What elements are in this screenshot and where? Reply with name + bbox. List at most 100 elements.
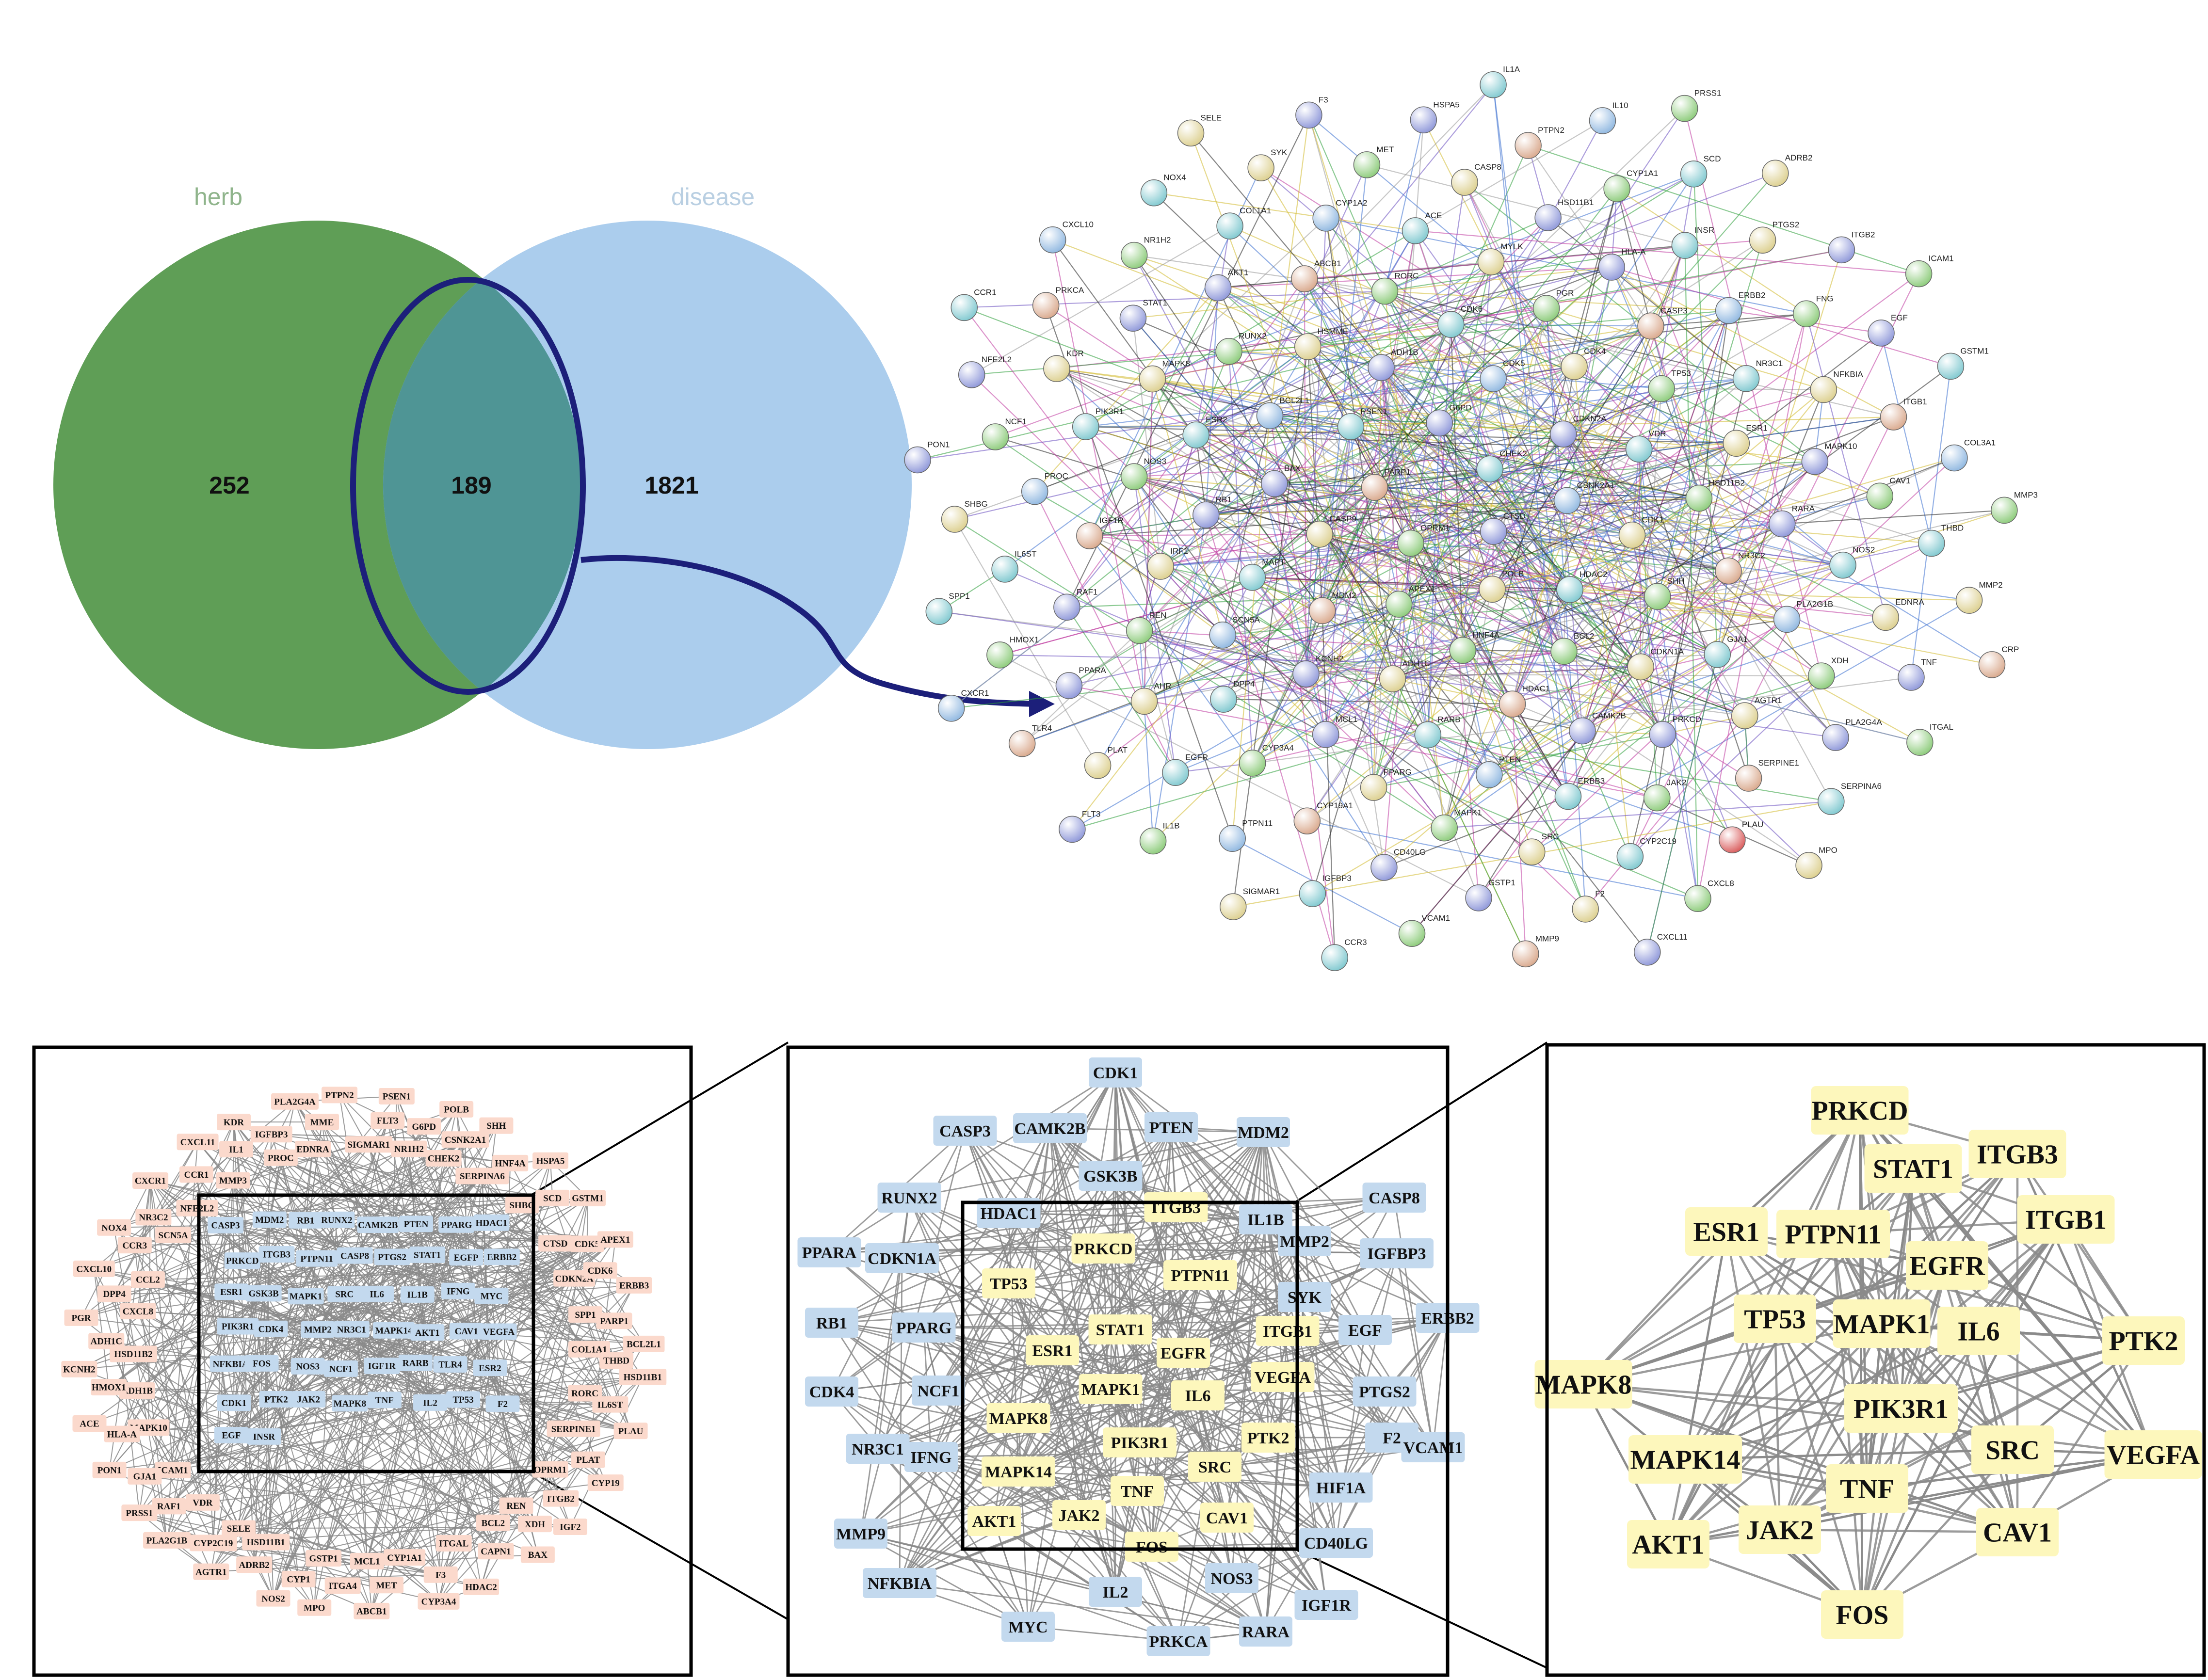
full-edge	[109, 1180, 151, 1471]
string-node-label: HNF4A	[1472, 630, 1499, 640]
string-node-label: ADH1C	[1402, 659, 1431, 668]
mid-node-pten	[1144, 1112, 1198, 1142]
full-node-casp8	[337, 1247, 373, 1264]
string-node-ccr3	[1321, 944, 1349, 971]
mid-node-label: STAT1	[1096, 1321, 1145, 1339]
full-node-label: HSD11B1	[624, 1373, 662, 1383]
string-node-nr1h2	[1120, 241, 1148, 269]
string-node-shbg	[941, 506, 968, 533]
string-edge	[1319, 533, 1583, 732]
mid-node-ptpn11	[1163, 1260, 1237, 1290]
string-node-nfkbia	[1810, 376, 1837, 403]
string-edge	[1228, 351, 1663, 735]
string-edge	[1611, 266, 1951, 367]
string-node-label: ABCB1	[1314, 259, 1341, 268]
full-node-stat1	[409, 1246, 446, 1263]
full-node-pla2g4a	[271, 1093, 319, 1110]
full-edge	[172, 1326, 239, 1471]
mid-node-cdk4	[805, 1376, 858, 1407]
full-node-label: JAK2	[297, 1395, 320, 1405]
core-edge	[1774, 1318, 1868, 1489]
full-edge	[145, 1343, 644, 1477]
string-node-nos3	[1120, 463, 1148, 490]
string-node-label: ESR2	[1206, 415, 1227, 424]
core-node-akt1	[1627, 1520, 1709, 1568]
string-node-label: CDK5	[1503, 359, 1525, 368]
string-node-ptpn11	[1219, 825, 1246, 852]
full-node-label: CHEK2	[428, 1154, 459, 1164]
full-node-label: MMP3	[219, 1176, 247, 1186]
mid-node-label: IL2	[1103, 1584, 1128, 1601]
string-edge	[1384, 523, 1783, 868]
core-node-label: PIK3R1	[1853, 1394, 1949, 1424]
full-node-label: NR1H2	[394, 1144, 424, 1154]
string-node-crp	[1978, 651, 2006, 678]
string-node-g6pd	[1426, 409, 1453, 437]
string-node-pla2g1b	[1773, 606, 1801, 633]
full-edge	[239, 1526, 570, 1529]
full-node-oprm1	[532, 1461, 568, 1478]
full-node-label: SIGMAR1	[347, 1140, 390, 1150]
full-node-mme	[305, 1114, 339, 1131]
string-edge	[1152, 604, 1400, 842]
string-node-itgal	[1906, 729, 1934, 756]
string-node-mapk8	[1139, 365, 1166, 393]
core-edge	[1861, 1265, 1949, 1615]
full-node-il6	[360, 1285, 394, 1302]
string-node-tp53	[1648, 375, 1675, 402]
mid-node-label: MAPK14	[985, 1463, 1052, 1481]
string-node-thbd	[1918, 529, 1945, 557]
mid-node-label: HIF1A	[1316, 1479, 1366, 1497]
string-edge	[1269, 415, 1570, 590]
mid-node-label: GSK3B	[1083, 1168, 1137, 1185]
string-node-label: JAK2	[1667, 778, 1687, 787]
full-node-label: MAPK1	[290, 1292, 322, 1302]
full-node-label: DPP4	[103, 1289, 126, 1299]
full-node-label: AGTR1	[195, 1567, 226, 1577]
string-node-hsd11b1	[1534, 204, 1562, 231]
full-node-label: MET	[376, 1581, 397, 1591]
string-edge	[1306, 325, 1651, 821]
full-edge	[366, 1139, 466, 1562]
mid-node-label: PTEN	[1149, 1119, 1193, 1137]
mid-node-src	[1188, 1452, 1241, 1482]
mid-edge	[1267, 1197, 1395, 1438]
full-edge	[79, 1291, 232, 1370]
string-node-label: CYP1A2	[1336, 198, 1367, 208]
core-edge	[1582, 1233, 1834, 1385]
full-node-tlr4	[433, 1356, 467, 1373]
string-edge	[1056, 368, 1718, 656]
full-edge	[81, 1180, 151, 1318]
mid-node-cdkn1a	[865, 1243, 939, 1273]
full-edge	[534, 1469, 551, 1524]
string-node-label: ERBB3	[1578, 776, 1605, 785]
full-node-gstm1	[569, 1189, 606, 1206]
full-node-label: CXCL11	[180, 1137, 215, 1148]
mid-edge	[1137, 1446, 1434, 1492]
full-node-label: SHBG	[509, 1200, 535, 1211]
core-node-itgb1	[2017, 1195, 2115, 1244]
string-edge	[1004, 568, 1490, 775]
mid-edge	[931, 1446, 1434, 1458]
core-edge	[1779, 1453, 2154, 1531]
core-node-il6	[1937, 1307, 2020, 1355]
string-node-label: PPARG	[1384, 768, 1412, 777]
string-edge	[1427, 324, 1451, 735]
mid-node-label: CDK4	[809, 1383, 854, 1401]
string-node-label: VDR	[1649, 429, 1666, 438]
string-node-label: MPO	[1819, 846, 1837, 855]
mid-node-label: CDK1	[1093, 1064, 1138, 1082]
string-node-label: CYP1A1	[1627, 169, 1658, 178]
full-node-label: APEX1	[600, 1235, 630, 1245]
mid-edge	[1017, 1329, 1121, 1472]
string-node-stat1	[1119, 304, 1147, 332]
string-node-label: CCR1	[974, 288, 996, 297]
string-edge	[1205, 288, 1219, 515]
string-node-hspa5	[1410, 106, 1437, 134]
mid-node-mmp9	[834, 1519, 887, 1549]
full-node-capn1	[478, 1543, 514, 1560]
full-node-mcl1	[350, 1552, 384, 1569]
full-node-bax	[520, 1546, 555, 1563]
